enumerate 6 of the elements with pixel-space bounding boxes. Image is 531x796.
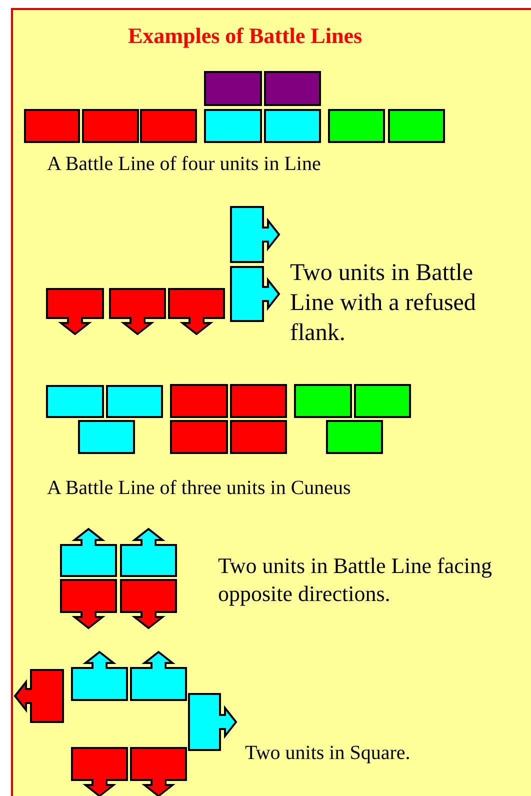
caption-text: Two units in Battle Line facing opposite directions. — [218, 552, 494, 607]
caption-text: A Battle Line of four units in Line — [47, 152, 322, 177]
caption-text: A Battle Line of three units in Cuneus — [47, 476, 352, 501]
diagram-title: Examples of Battle Lines — [126, 22, 364, 50]
caption-text: Two units in Square. — [245, 741, 412, 766]
caption-text: Two units in Battle Line with a refused flank. — [290, 259, 477, 348]
